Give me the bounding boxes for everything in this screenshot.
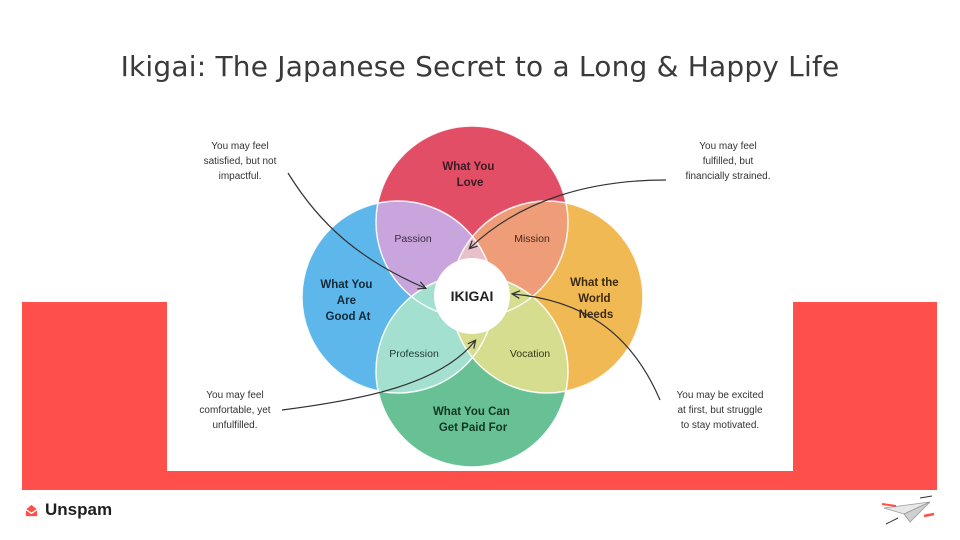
arrow-bottom-left [281,341,475,411]
brand-logo: Unspam [24,500,112,520]
note-bottom-right: You may be excited at first, but struggl… [676,390,764,431]
label-mission: Mission [514,233,550,245]
red-band-bottom [22,471,937,490]
label-world-needs-line1: What the [570,277,619,289]
label-profession: Profession [389,348,439,360]
label-world-needs-line2: World [578,293,610,305]
label-love: What You Love [442,161,497,189]
label-world-needs-line3: Needs [579,309,614,321]
arrow-top-right [470,179,667,248]
label-love-line2: Love [457,177,484,189]
label-passion: Passion [394,233,432,245]
label-good-at-line2: Are [337,295,356,307]
arrow-bottom-right [513,294,661,401]
paper-plane-icon [881,495,935,525]
label-paid-for-line1: What You Can [433,406,510,418]
red-band-left [22,302,167,471]
label-love-line1: What You [442,161,494,173]
label-paid-for-line2: Get Paid For [439,422,508,434]
ikigai-center [434,258,510,334]
label-good-at: What You Are Good At [320,279,375,323]
label-good-at-line1: What You [320,279,372,291]
ikigai-label: IKIGAI [451,288,494,304]
note-bottom-left: You may feel comfortable, yet unfulfille… [199,390,271,431]
note-top-left: You may feel satisfied, but not impactfu… [203,141,277,182]
label-good-at-line3: Good At [326,311,371,323]
arrow-top-left [287,172,425,288]
note-top-right: You may feel fulfilled, but financially … [685,141,771,182]
slide-title: Ikigai: The Japanese Secret to a Long & … [120,50,840,83]
envelope-icon [25,504,38,516]
label-paid-for: What You Can Get Paid For [433,406,513,434]
red-band-right [793,302,937,471]
brand-name: Unspam [45,500,113,519]
label-vocation: Vocation [510,348,550,360]
label-world-needs: What the World Needs [570,277,622,321]
